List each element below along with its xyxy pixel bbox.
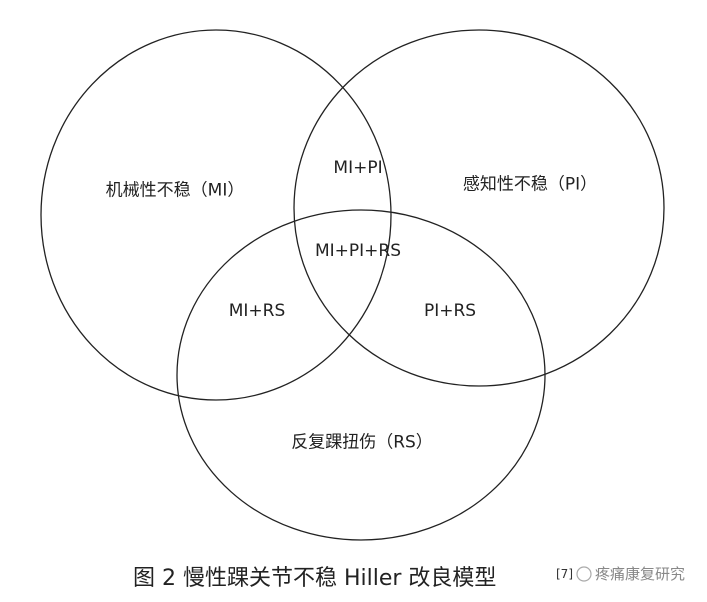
circle-mi bbox=[40, 29, 392, 401]
label-pi: 感知性不稳（PI） bbox=[462, 174, 598, 195]
label-pi-rs: PI+RS bbox=[423, 301, 477, 321]
reference-mark: [7] bbox=[556, 566, 573, 581]
circle-pi bbox=[293, 29, 665, 387]
label-rs: 反复踝扭伤（RS） bbox=[291, 432, 433, 453]
label-mi-pi: MI+PI bbox=[333, 158, 383, 178]
label-mi-rs: MI+RS bbox=[228, 301, 286, 321]
label-mi-pi-rs: MI+PI+RS bbox=[314, 241, 402, 261]
watermark: [7] 疼痛康复研究 bbox=[556, 563, 685, 584]
circle-rs bbox=[176, 209, 546, 541]
watermark-text: 疼痛康复研究 bbox=[595, 565, 686, 583]
wechat-icon bbox=[576, 565, 592, 582]
figure-caption: 图 2 慢性踝关节不稳 Hiller 改良模型 bbox=[133, 566, 497, 591]
label-mi: 机械性不稳（MI） bbox=[105, 180, 245, 201]
